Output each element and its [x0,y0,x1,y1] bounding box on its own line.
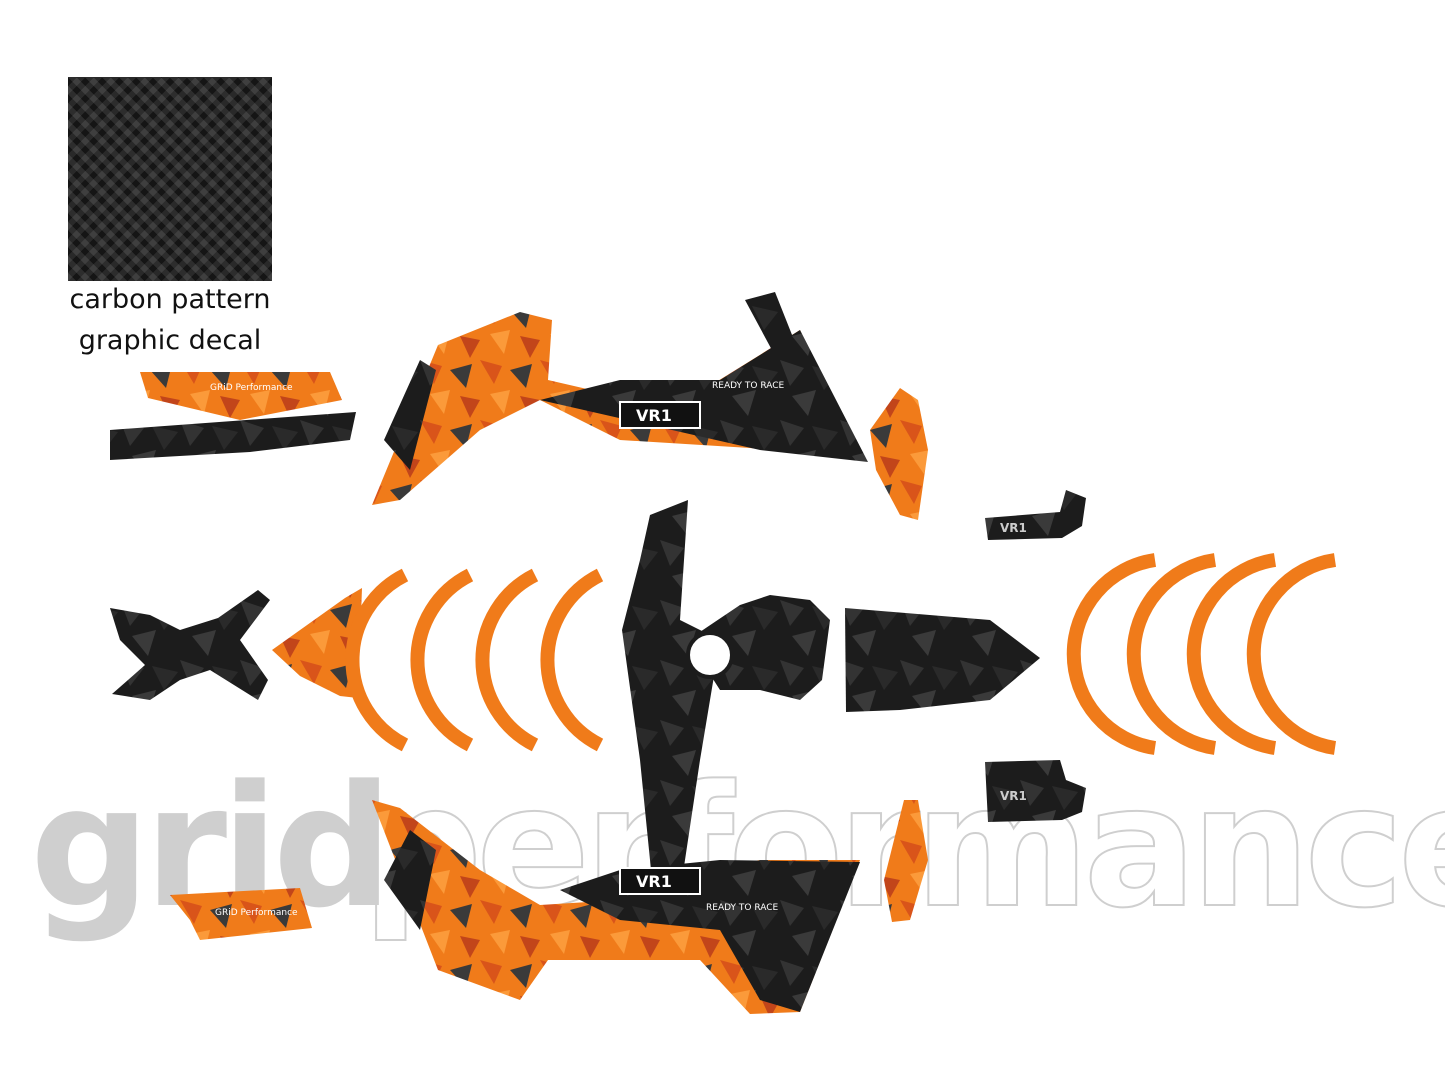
side-number-plate-top: VR1 [985,490,1086,540]
side-number-plate-bottom: VR1 [985,760,1086,822]
brand-label-bottom: GRiD Performance [215,908,298,918]
rear-side-panel-bottom: GRiD Performance [170,888,312,940]
brand-label-top: GRiD Performance [210,383,293,393]
rim-stripes-left [345,568,604,752]
front-fender [622,500,720,880]
rear-fender [845,608,1040,712]
swatch-caption-line2: graphic decal [78,325,262,356]
tagline-top: READY TO RACE [712,381,785,391]
tagline-bottom: READY TO RACE [706,903,779,913]
fork-guard-side [272,588,362,698]
front-number-plate [110,590,270,700]
carbon-pattern-swatch [68,77,272,281]
swatch-caption-line1: carbon pattern [69,284,271,315]
model-logo-top: VR1 [636,406,672,425]
radiator-shroud-top: VR1 READY TO RACE [372,292,868,505]
model-logo-bottom: VR1 [636,872,672,891]
rim-stripes-right [1066,553,1337,755]
fork-guard-top [870,388,928,520]
rear-side-panel-top: GRiD Performance [110,372,356,460]
airbox-cover [686,595,830,700]
model-logo-small-bottom: VR1 [1000,789,1027,803]
model-logo-small-top: VR1 [1000,521,1027,535]
radiator-shroud-bottom: VR1 READY TO RACE [372,800,860,1014]
fork-guard-bottom [884,800,928,922]
